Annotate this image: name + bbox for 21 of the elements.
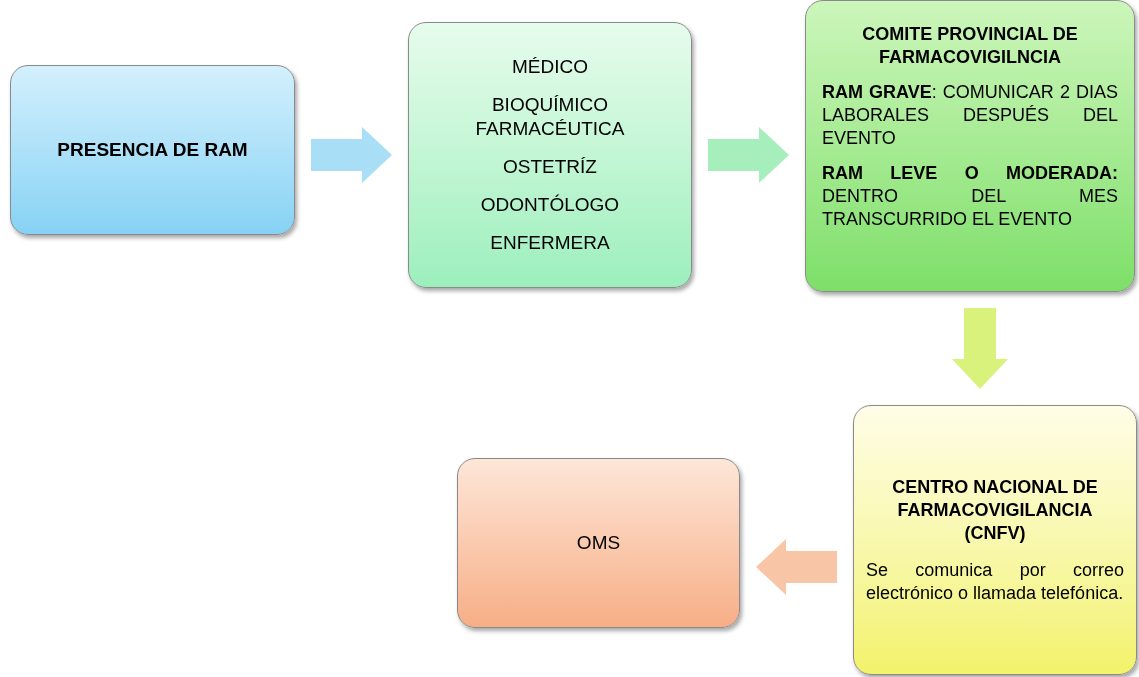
- role-label: OSTETRÍZ: [502, 155, 598, 179]
- role-label: BIOQUÍMICO FARMACÉUTICA: [474, 93, 626, 141]
- role-label: ENFERMERA: [489, 231, 611, 255]
- block-arrow: [952, 308, 1008, 389]
- node-heading: COMITE PROVINCIAL DE FARMACOVIGILNCIA: [861, 23, 1079, 69]
- node-label: OMS: [576, 530, 621, 555]
- process-box: [10, 65, 295, 235]
- process-box: [457, 458, 740, 628]
- node-description: Se comunica por correo electrónico o llamada telefónica.: [866, 558, 1124, 605]
- process-box: [805, 0, 1135, 292]
- block-arrow: [708, 127, 789, 183]
- node-label: PRESENCIA DE RAM: [57, 137, 248, 162]
- node-description: RAM GRAVE: COMUNICAR 2 DIAS LABORALES DESPUÉS DEL EVENTO: [822, 81, 1118, 150]
- process-box: [408, 22, 692, 288]
- process-box: [853, 405, 1137, 675]
- role-label: MÉDICO: [511, 55, 589, 79]
- role-label: ODONTÓLOGO: [479, 193, 621, 217]
- node-heading: CENTRO NACIONAL DE FARMACOVIGILANCIA (CNFV): [891, 475, 1099, 545]
- block-arrow: [756, 539, 837, 595]
- block-arrow: [311, 127, 392, 183]
- node-description: RAM LEVE O MODERADA: DENTRO DEL MES TRANSCURRIDO EL EVENTO: [822, 162, 1118, 231]
